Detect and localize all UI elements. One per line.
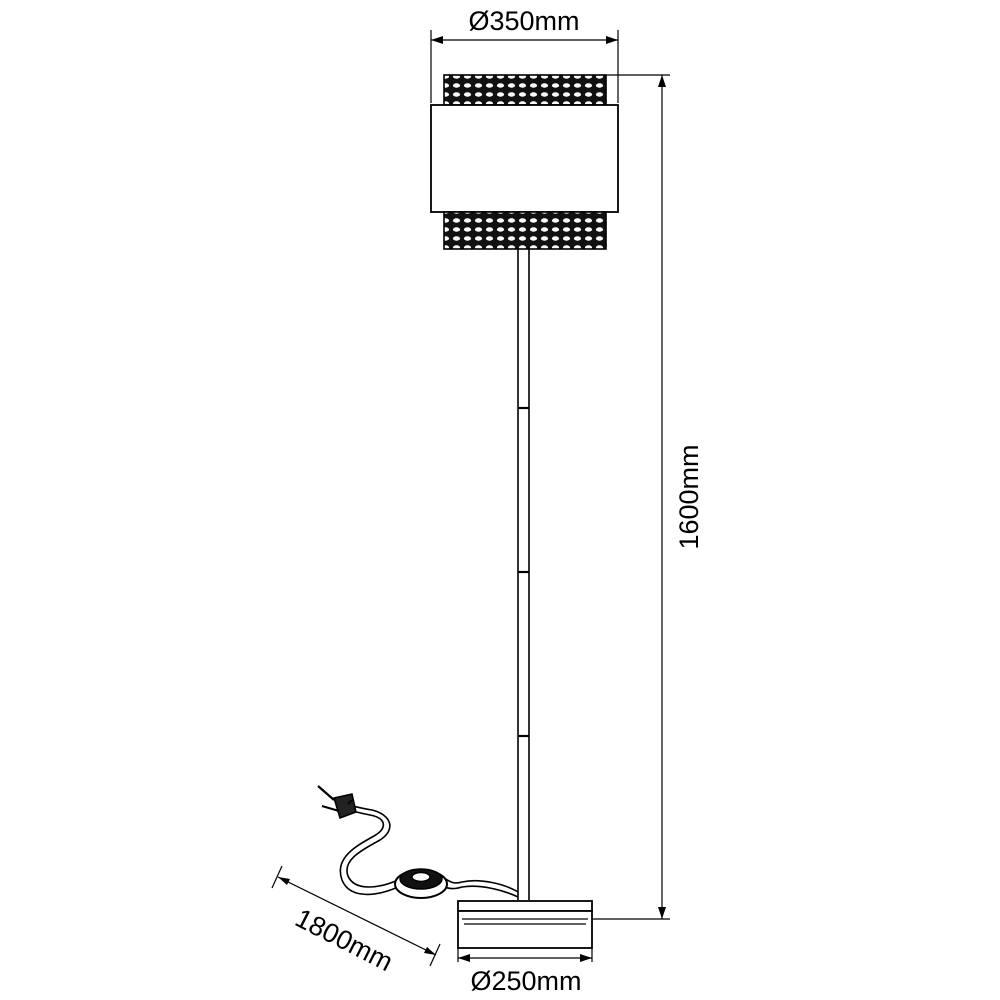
power-cable [339, 803, 519, 898]
foot-switch [394, 868, 448, 899]
total-height-label: 1600mm [674, 444, 704, 549]
shade-bottom-weave-band [443, 211, 607, 250]
shade-fabric-band [430, 104, 619, 213]
shade-top-weave-band [443, 74, 607, 106]
lamp-base [457, 900, 593, 949]
dimension-total-height: 1600mm [592, 74, 704, 920]
dimension-base-diameter: Ø250mm [457, 948, 593, 996]
lamp-shade [430, 74, 619, 250]
shade-diameter-label: Ø350mm [468, 6, 579, 36]
power-plug [317, 785, 357, 819]
lamp-pole [517, 249, 530, 900]
dimension-shade-diameter: Ø350mm [430, 6, 619, 103]
base-diameter-label: Ø250mm [470, 966, 581, 996]
cable-length-label: 1800mm [290, 903, 397, 977]
